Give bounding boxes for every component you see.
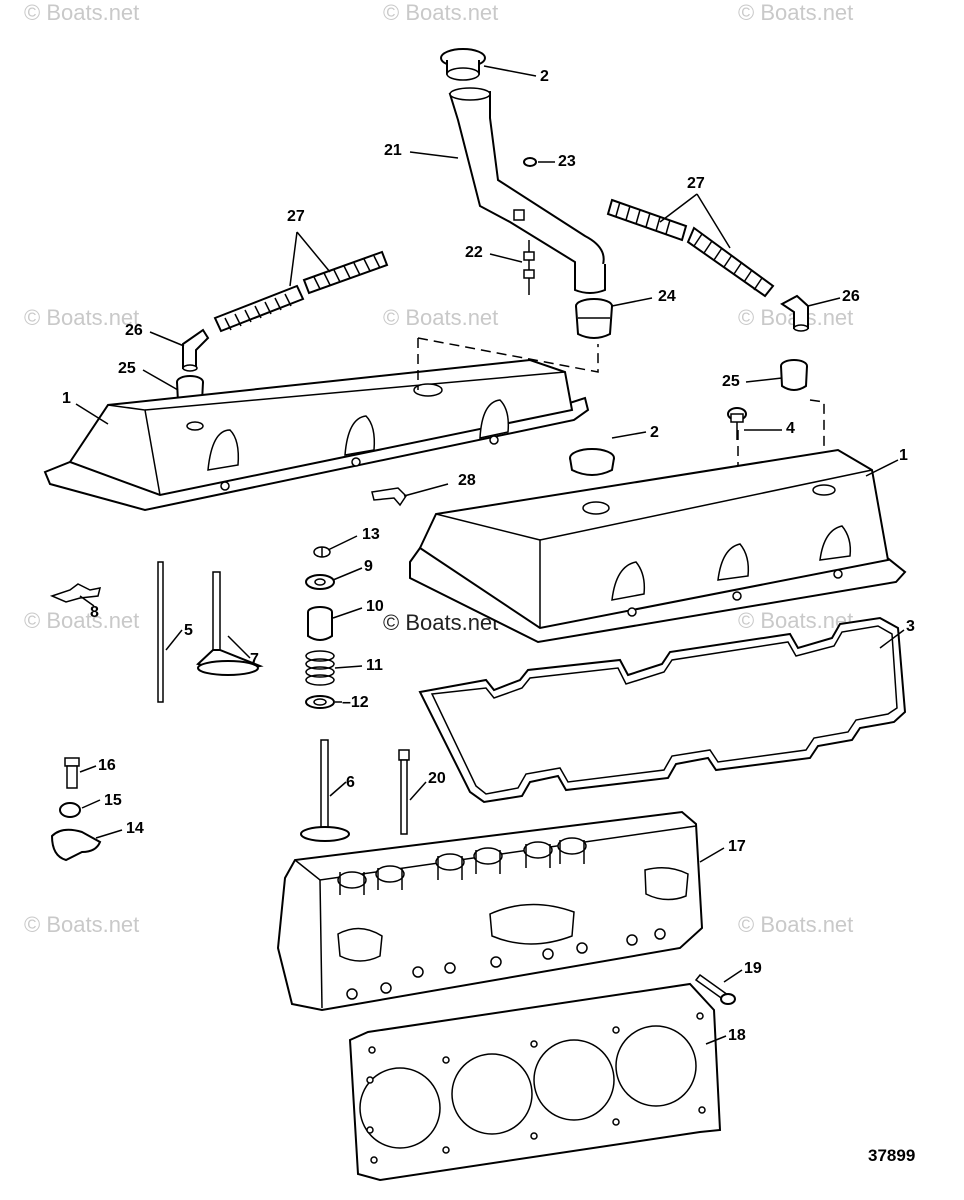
head-gasket xyxy=(348,982,722,1182)
watermark: © Boats.net xyxy=(738,912,854,937)
clip-8 xyxy=(49,583,102,603)
valve-seal-10 xyxy=(307,606,333,641)
callout-25: 25 xyxy=(722,373,740,390)
elbow-26-right xyxy=(780,294,809,332)
callout-5: 5 xyxy=(184,622,193,639)
callout-26: 26 xyxy=(842,288,860,305)
callout-8: 8 xyxy=(90,604,99,621)
callout-16: 16 xyxy=(98,757,116,774)
callout-3: 3 xyxy=(906,618,915,635)
watermark: © Boats.net xyxy=(383,0,499,25)
watermark: © Boats.net xyxy=(24,305,140,330)
callout-13: 13 xyxy=(362,526,380,543)
callout-19: 19 xyxy=(744,960,762,977)
breather-tube xyxy=(448,87,606,294)
hose-27-left xyxy=(213,250,389,333)
watermark: © Boats.net xyxy=(383,305,499,330)
watermark: © Boats.net xyxy=(738,0,854,25)
rocker-stud-16 xyxy=(64,757,80,789)
elbow-26-left xyxy=(182,328,210,372)
stud-22 xyxy=(523,240,535,295)
callout-2: 2 xyxy=(540,68,549,85)
callout-28: 28 xyxy=(458,472,476,489)
leader-lines xyxy=(75,65,905,1045)
grommet-24 xyxy=(575,298,613,339)
callout-15: 15 xyxy=(104,792,122,809)
callout-7: 7 xyxy=(250,651,259,668)
callout-4: 4 xyxy=(786,420,795,437)
callout-1: 1 xyxy=(62,390,71,407)
callout-2: 2 xyxy=(650,424,659,441)
callout-9: 9 xyxy=(364,558,373,575)
cylinder-head xyxy=(276,810,704,1012)
pivot-ball-15 xyxy=(59,802,81,818)
callout-26: 26 xyxy=(125,322,143,339)
valve-keepers-13 xyxy=(313,546,331,558)
callout-21: 21 xyxy=(384,142,402,159)
valve-6 xyxy=(300,739,350,842)
callout-12: –12 xyxy=(342,694,369,711)
valve-7 xyxy=(196,571,264,676)
bolt-19 xyxy=(694,973,736,1005)
bolt-4 xyxy=(727,407,747,440)
callout-25: 25 xyxy=(118,360,136,377)
grommet-23 xyxy=(523,157,537,167)
callout-27: 27 xyxy=(287,208,305,225)
callout-18: 18 xyxy=(728,1027,746,1044)
watermark: © Boats.net xyxy=(24,0,140,25)
watermark: © Boats.net xyxy=(738,608,854,633)
callout-14: 14 xyxy=(126,820,144,837)
center-watermark: © Boats.net xyxy=(383,610,499,635)
oil-filler-cap-top xyxy=(440,48,486,81)
valve-spring-11 xyxy=(305,650,335,686)
callout-22: 22 xyxy=(465,244,483,261)
hose-27-right xyxy=(606,198,775,298)
watermark: © Boats.net xyxy=(24,912,140,937)
callout-20: 20 xyxy=(428,770,446,787)
callout-1: 1 xyxy=(899,447,908,464)
rocker-arm-14 xyxy=(50,828,102,862)
callout-10: 10 xyxy=(366,598,384,615)
callout-17: 17 xyxy=(728,838,746,855)
valve-cover-right xyxy=(409,448,907,644)
bolt-20 xyxy=(398,749,410,835)
valve-cover-left xyxy=(43,358,590,512)
callout-11: 11 xyxy=(366,657,383,674)
clip-28 xyxy=(371,487,407,507)
valve-cover-gasket xyxy=(418,616,907,804)
callout-23: 23 xyxy=(558,153,576,170)
callout-6: 6 xyxy=(346,774,355,791)
spring-retainer-9 xyxy=(305,574,335,590)
callout-24: 24 xyxy=(658,288,676,305)
pushrod-5 xyxy=(157,561,164,703)
spring-shim-12 xyxy=(305,695,335,709)
watermark: © Boats.net xyxy=(24,608,140,633)
callout-27: 27 xyxy=(687,175,705,192)
oil-filler-cap-right xyxy=(569,448,615,476)
diagram-number: 37899 xyxy=(868,1146,916,1165)
grommet-25-right xyxy=(780,359,808,391)
